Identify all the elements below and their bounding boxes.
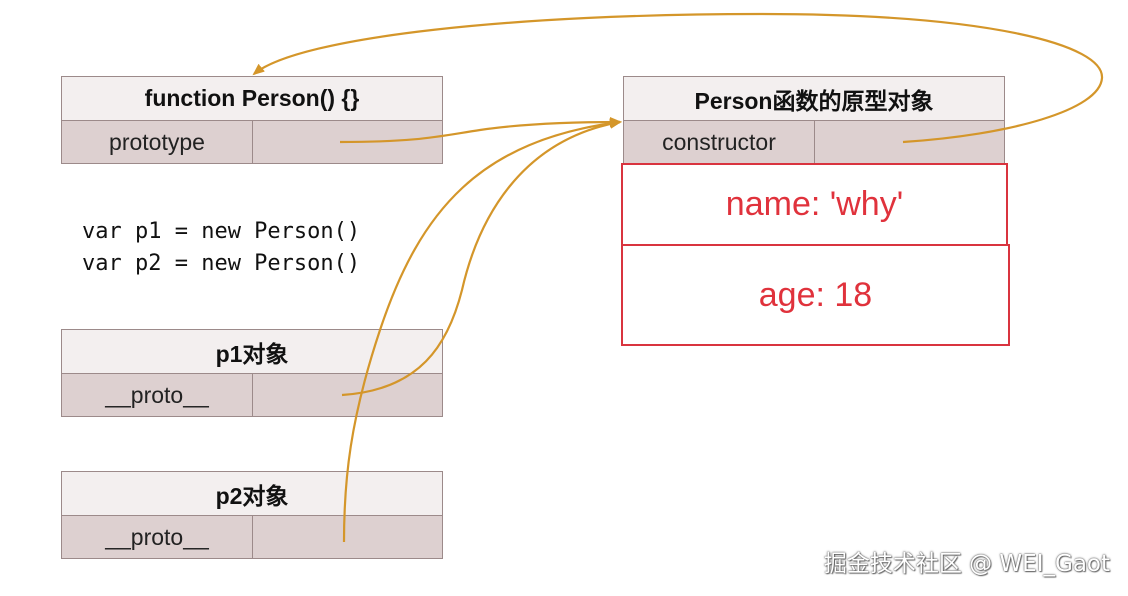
p1-proto-value (252, 373, 443, 417)
code-line-2: var p2 = new Person() (82, 251, 361, 276)
watermark: 掘金技术社区 @ WEI_Gaot (823, 551, 1110, 577)
prop-name: name: 'why' (621, 163, 1008, 246)
p1-object-title: p1对象 (61, 329, 443, 374)
person-function-title: function Person() {} (61, 76, 443, 121)
person-prototype-label: prototype (61, 120, 253, 164)
constructor-value (814, 120, 1005, 164)
prop-age: age: 18 (621, 244, 1010, 346)
prototype-object-title: Person函数的原型对象 (623, 76, 1005, 121)
p2-proto-label: __proto__ (61, 515, 253, 559)
p2-proto-value (252, 515, 443, 559)
p1-proto-label: __proto__ (61, 373, 253, 417)
person-prototype-value (252, 120, 443, 164)
code-block: var p1 = new Person() var p2 = new Person… (82, 216, 360, 280)
constructor-label: constructor (623, 120, 815, 164)
code-line-1: var p1 = new Person() (82, 219, 361, 244)
p2-object-title: p2对象 (61, 471, 443, 516)
